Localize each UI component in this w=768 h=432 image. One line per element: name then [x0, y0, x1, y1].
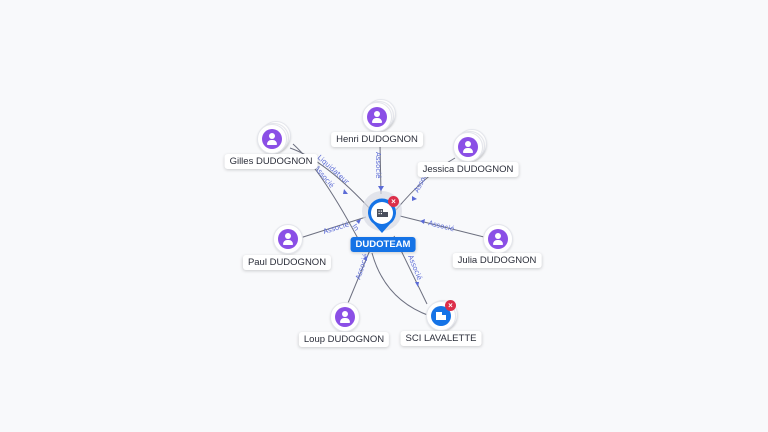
- arrow-gilles: [343, 189, 348, 194]
- arrow-sci: [415, 282, 419, 287]
- node-henri[interactable]: [362, 99, 396, 132]
- company-building-icon: [431, 306, 451, 326]
- arrow-loup: [363, 256, 367, 261]
- person-icon: [458, 137, 478, 157]
- edge-jessica: [395, 157, 456, 211]
- edge-label-henri: Associé: [374, 152, 382, 178]
- edge-label-loup: Associé: [354, 253, 370, 281]
- edge-julia: [399, 215, 485, 238]
- arrow-julia: [420, 219, 425, 224]
- node-label-jessica[interactable]: Jessica DUDOGNON: [417, 162, 519, 177]
- arrow-jessica: [412, 196, 417, 201]
- node-label-gilles[interactable]: Gilles DUDOGNON: [224, 154, 318, 169]
- node-label-paul[interactable]: Paul DUDOGNON: [242, 255, 332, 270]
- node-gilles[interactable]: [257, 121, 291, 154]
- edge-paul: [299, 216, 367, 239]
- sci-closed-x-icon: ×: [445, 300, 456, 311]
- person-icon: [367, 107, 387, 127]
- edge-sci-2: [371, 252, 431, 317]
- company-building-icon: [377, 209, 388, 217]
- node-label-henri[interactable]: Henri DUDOGNON: [331, 132, 423, 147]
- person-icon: [262, 129, 282, 149]
- arrow-paul: [356, 219, 361, 224]
- node-jessica[interactable]: [453, 129, 487, 162]
- node-label-loup[interactable]: Loup DUDOGNON: [298, 332, 390, 347]
- node-label-sci[interactable]: SCI LAVALETTE: [400, 331, 482, 346]
- center-node-label[interactable]: DUDOTEAM: [350, 237, 416, 252]
- person-icon: [488, 229, 508, 249]
- edge-henri: [379, 143, 382, 195]
- center-closed-x-icon: ×: [388, 196, 399, 207]
- edge-label-julia: Associé: [428, 219, 456, 233]
- node-loup[interactable]: [330, 302, 360, 332]
- arrow-henri: [378, 186, 384, 191]
- node-julia[interactable]: [483, 224, 513, 254]
- node-label-julia[interactable]: Julia DUDOGNON: [452, 253, 542, 268]
- person-icon: [335, 307, 355, 327]
- edge-gilles-1: [289, 147, 373, 212]
- person-icon: [278, 229, 298, 249]
- edge-label-paul: Associé: [322, 221, 350, 236]
- node-paul[interactable]: [273, 224, 303, 254]
- edge-label-in: In: [350, 223, 360, 233]
- edge-gilles-2: [292, 143, 364, 249]
